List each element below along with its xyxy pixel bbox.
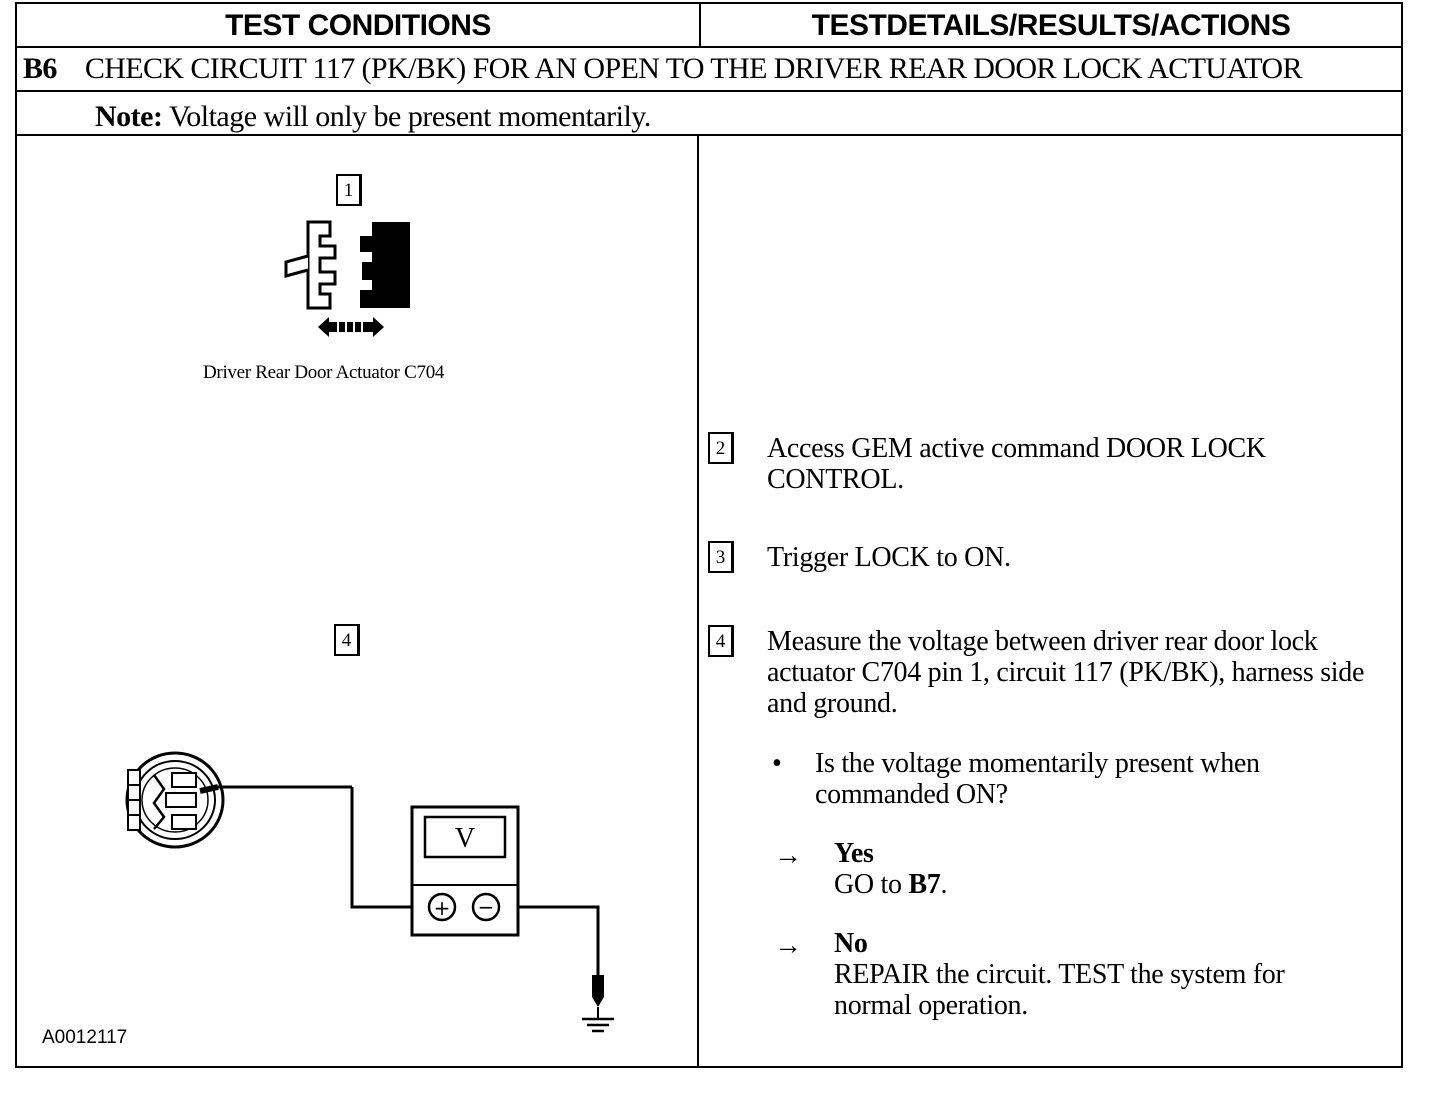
no-action: REPAIR the circuit. TEST the system for …: [834, 959, 1285, 1021]
step-id: B6: [23, 52, 57, 85]
yes-arrow-icon: →: [774, 840, 802, 871]
note-row: Note: Voltage will only be present momen…: [95, 100, 651, 134]
step-2-number: 2: [708, 432, 734, 464]
note-divider: [17, 134, 1401, 136]
voltmeter-circuit-diagram: V + −: [125, 751, 614, 1033]
figure-4-step-number: 4: [334, 624, 360, 656]
ground-icon: [582, 975, 614, 1033]
step-4-number: 4: [708, 625, 734, 657]
figure-id: A0012117: [42, 1027, 128, 1048]
header-test-conditions: TEST CONDITIONS: [225, 9, 491, 42]
meter-minus-terminal: −: [478, 895, 495, 919]
meter-display: V: [455, 823, 475, 854]
meter-plus-terminal: +: [434, 896, 451, 920]
step-title-divider: [17, 90, 1401, 92]
step-2-text: Access GEM active command DOOR LOCK CONT…: [767, 433, 1266, 495]
yes-action-prefix: GO to: [834, 869, 909, 900]
header-column-divider: [699, 4, 701, 46]
no-label: No: [834, 928, 868, 959]
note-text: Voltage will only be present momentarily…: [168, 100, 651, 133]
yes-action-suffix: .: [940, 869, 948, 900]
double-arrow-icon: [318, 317, 384, 337]
figure-1-step-number: 1: [336, 174, 362, 206]
voltmeter-icon: V + −: [410, 805, 520, 937]
figure-1-caption: Driver Rear Door Actuator C704: [203, 362, 445, 383]
yes-action-target: B7: [908, 869, 941, 900]
connector-icon: [284, 220, 410, 310]
body-column-divider: [697, 134, 699, 1066]
header-test-details: TESTDETAILS/RESULTS/ACTIONS: [811, 9, 1291, 42]
step-3-text: Trigger LOCK to ON.: [767, 542, 1011, 573]
diagnostic-table: TEST CONDITIONS TESTDETAILS/RESULTS/ACTI…: [15, 2, 1403, 1068]
step-title-row: B6 CHECK CIRCUIT 117 (PK/BK) FOR AN OPEN …: [23, 52, 1302, 86]
question-text: Is the voltage momentarily present when …: [815, 748, 1260, 810]
yes-action: GO to B7.: [834, 869, 947, 900]
yes-label: Yes: [834, 838, 874, 869]
no-arrow-icon: →: [774, 930, 802, 961]
step-3-number: 3: [708, 541, 734, 573]
step-title: CHECK CIRCUIT 117 (PK/BK) FOR AN OPEN TO…: [84, 52, 1303, 85]
question-bullet: •: [772, 748, 782, 779]
step-4-text: Measure the voltage between driver rear …: [767, 626, 1365, 719]
header-divider: [17, 46, 1401, 48]
note-label: Note:: [95, 100, 163, 133]
c704-harness-connector: [125, 751, 352, 849]
